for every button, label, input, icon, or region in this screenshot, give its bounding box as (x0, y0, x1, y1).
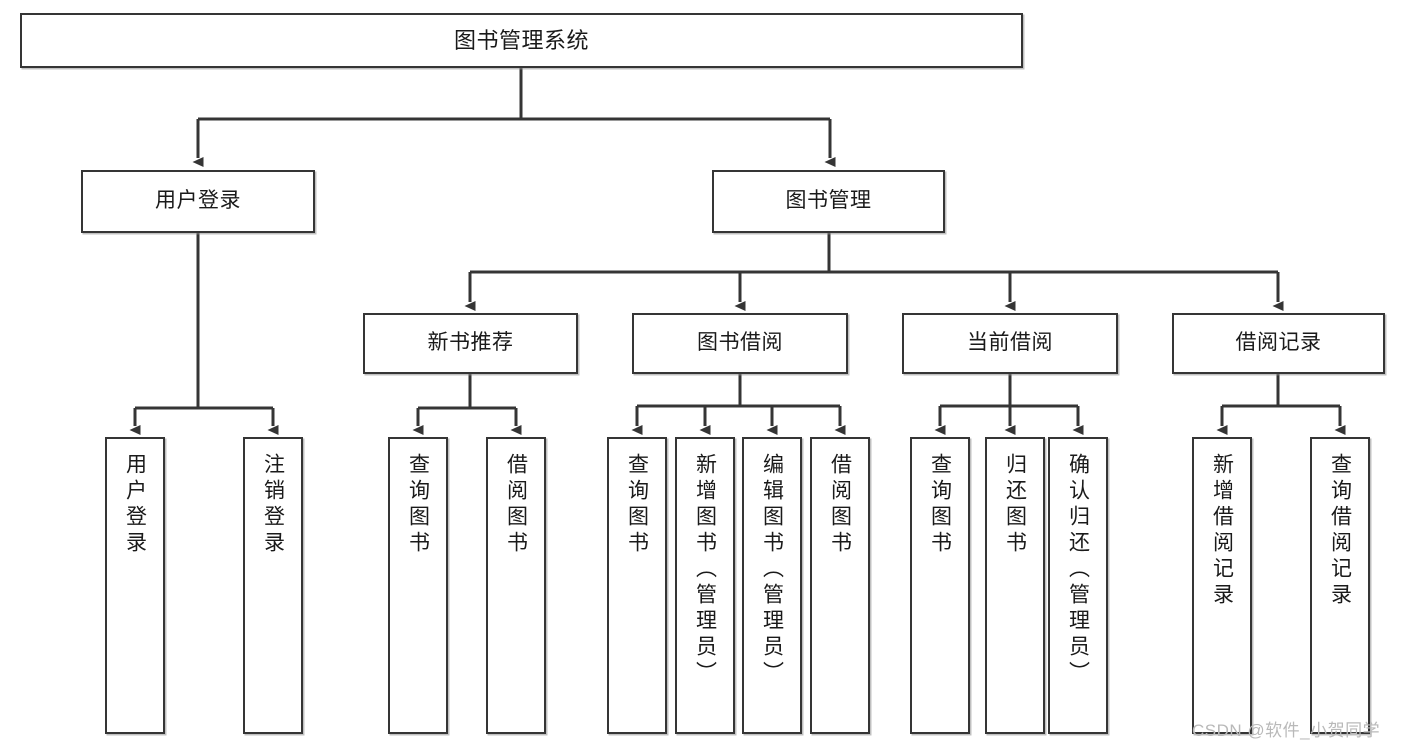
node-label: 新增借阅记录 (1210, 453, 1234, 609)
node-leaf-borrow-book[interactable]: 借阅图书 (810, 437, 870, 734)
node-leaf-confirm-return-admin[interactable]: 确认归还（管理员） (1048, 437, 1108, 734)
node-leaf-user-login[interactable]: 用户登录 (105, 437, 165, 734)
node-label: 当前借阅 (967, 331, 1053, 355)
node-leaf-edit-book-admin[interactable]: 编辑图书（管理员） (742, 437, 802, 734)
node-root-system[interactable]: 图书管理系统 (20, 13, 1023, 68)
node-book-borrow[interactable]: 图书借阅 (632, 313, 848, 374)
node-new-book-recommend[interactable]: 新书推荐 (363, 313, 578, 374)
node-user-login[interactable]: 用户登录 (81, 170, 315, 233)
node-label: 借阅图书 (504, 453, 528, 557)
node-leaf-query-book-current[interactable]: 查询图书 (910, 437, 970, 734)
node-leaf-query-book-borrow[interactable]: 查询图书 (607, 437, 667, 734)
node-label: 注销登录 (261, 453, 285, 557)
node-label: 编辑图书（管理员） (760, 453, 784, 687)
node-label: 图书管理 (785, 189, 872, 213)
node-label: 归还图书 (1003, 453, 1027, 557)
node-label: 新书推荐 (427, 331, 514, 355)
node-label: 查询图书 (406, 453, 430, 557)
node-label: 查询图书 (928, 453, 952, 557)
node-leaf-query-borrow-record[interactable]: 查询借阅记录 (1310, 437, 1370, 734)
node-label: 借阅记录 (1235, 331, 1322, 355)
node-leaf-query-book-recommend[interactable]: 查询图书 (388, 437, 448, 734)
node-label: 查询借阅记录 (1328, 453, 1352, 609)
csdn-watermark: CSDN @软件_小贺同学 (1192, 721, 1381, 740)
node-leaf-borrow-book-recommend[interactable]: 借阅图书 (486, 437, 546, 734)
node-leaf-add-borrow-record[interactable]: 新增借阅记录 (1192, 437, 1252, 734)
node-current-borrow[interactable]: 当前借阅 (902, 313, 1118, 374)
node-label: 确认归还（管理员） (1066, 453, 1090, 687)
node-leaf-return-book[interactable]: 归还图书 (985, 437, 1045, 734)
node-book-management[interactable]: 图书管理 (712, 170, 945, 233)
node-leaf-user-logout[interactable]: 注销登录 (243, 437, 303, 734)
node-label: 用户登录 (155, 189, 241, 213)
node-label: 新增图书（管理员） (693, 453, 717, 687)
node-borrow-record[interactable]: 借阅记录 (1172, 313, 1385, 374)
node-label: 图书管理系统 (453, 27, 589, 53)
node-label: 图书借阅 (697, 331, 783, 355)
node-leaf-add-book-admin[interactable]: 新增图书（管理员） (675, 437, 735, 734)
node-label: 用户登录 (123, 453, 147, 557)
node-label: 查询图书 (625, 453, 649, 557)
node-label: 借阅图书 (828, 453, 852, 557)
